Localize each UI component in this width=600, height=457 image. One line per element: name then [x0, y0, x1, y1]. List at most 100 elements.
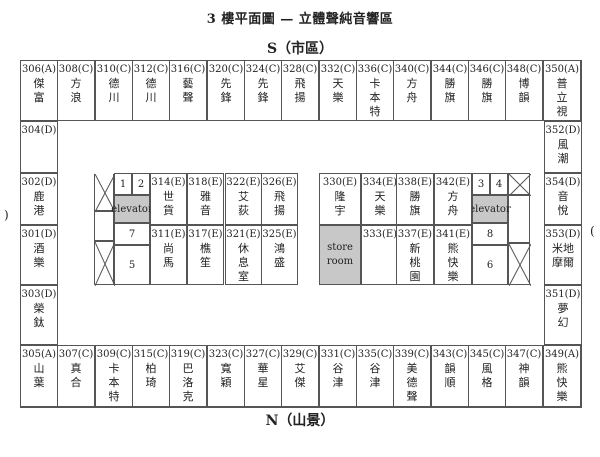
room-name-line: 卡	[369, 77, 381, 90]
room-name-line: 旗	[481, 91, 493, 104]
store-room: store room	[319, 225, 361, 285]
room-number: 304(D)	[21, 125, 57, 136]
room-name-line: 德	[145, 77, 157, 90]
room-331c: 331(C)谷津	[319, 345, 357, 407]
room-name-line: 津	[332, 376, 344, 389]
room-323c: 323(C)寬穎	[207, 345, 245, 407]
room-name-line: 韻	[518, 376, 530, 389]
room-name-line: 聲	[406, 390, 418, 403]
room-name-line: 勝	[444, 77, 456, 90]
room-325e: 325(E)鴻盛	[261, 225, 298, 285]
room-number: 311(E)	[151, 229, 186, 240]
room-name-line: 旗	[444, 91, 456, 104]
floor-plan: 1 2 elevator 7 5 3 4 elevator 8 6 store …	[20, 60, 582, 408]
room-349a: 349(A) 熊快樂	[543, 345, 581, 407]
room-name-line: 本	[369, 91, 381, 104]
room-number: 318(E)	[188, 177, 223, 188]
room-name-line: 立	[556, 91, 568, 104]
store-room-line-1: store	[327, 242, 353, 253]
room-name-line: 風	[481, 362, 493, 375]
room-350a: 350(A)普立視	[543, 60, 581, 121]
room-338e: 338(E)勝旗	[396, 173, 434, 225]
right-elevator-4: 4	[490, 173, 508, 195]
room-301d: 301(D)酒樂	[20, 225, 58, 285]
room-number: 330(E)	[322, 177, 358, 188]
room-name-line: 榮	[33, 302, 45, 315]
room-number: 303(D)	[21, 289, 57, 300]
room-number: 312(C)	[133, 64, 169, 75]
room-name-line: 格	[481, 376, 493, 389]
room-number: 315(C)	[133, 349, 169, 360]
room-329c: 329(C)艾傑	[281, 345, 319, 407]
room-name-line: 博	[518, 77, 530, 90]
left-stair-bottom	[94, 241, 115, 286]
room-name-line: 音	[200, 204, 211, 217]
room-name-line: 特	[369, 105, 381, 118]
room-name-line: 葉	[33, 376, 45, 389]
room-number: 353(D)	[545, 229, 581, 240]
room-name-line: 舟	[447, 204, 459, 217]
room-number: 338(E)	[397, 177, 433, 188]
room-name-line: 合	[70, 376, 82, 389]
room-name-line: 浪	[70, 91, 82, 104]
room-number: 351(D)	[545, 289, 581, 300]
room-315c: 315(C)柏琦	[132, 345, 170, 407]
room-name-line: 星	[257, 376, 269, 389]
room-name-line: 神	[518, 362, 530, 375]
room-name-line: 方	[70, 77, 82, 90]
room-name-line: 荻	[238, 204, 249, 217]
room-name-line: 息	[238, 256, 249, 269]
room-name-line: 德	[406, 376, 418, 389]
room-number: 336(C)	[357, 64, 393, 75]
room-number: 322(E)	[226, 177, 261, 188]
room-number: 324(C)	[245, 64, 281, 75]
left-elevator: elevator	[111, 195, 153, 223]
room-number: 323(C)	[208, 349, 244, 360]
room-name-line: 傑	[294, 376, 306, 389]
room-340c: 340(C)方舟	[393, 60, 431, 121]
room-name-line: 幻	[557, 316, 569, 329]
room-name-line: 韻	[518, 91, 530, 104]
room-number: 352(D)	[545, 125, 581, 136]
room-name-line: 熊	[556, 362, 568, 375]
room-302d: 302(D)鹿港	[20, 173, 58, 225]
room-309c: 309(C)卡本特	[95, 345, 133, 407]
room-name-line: 休	[238, 242, 249, 255]
room-number: 341(E)	[435, 229, 471, 240]
room-327c: 327(C)華星	[244, 345, 282, 407]
room-name-line: 夢	[557, 302, 569, 315]
room-number: 321(E)	[226, 229, 261, 240]
room-name-line: 尚	[163, 242, 174, 255]
room-name-line: 特	[108, 390, 120, 403]
room-number: 344(C)	[432, 64, 468, 75]
right-elevator-6: 6	[472, 245, 508, 285]
room-303d: 303(D)榮鈦	[20, 285, 58, 345]
room-name-line: 艾	[294, 362, 306, 375]
right-corridor-cell	[508, 195, 530, 243]
room-name-line: 熊	[447, 242, 459, 255]
room-337e: 337(E)新桃園	[396, 225, 434, 285]
room-number: 317(E)	[188, 229, 223, 240]
room-name-line: 樂	[556, 390, 568, 403]
room-number: 326(E)	[262, 177, 297, 188]
room-320c: 320(C)先鋒	[207, 60, 245, 121]
room-number: 349(A)	[544, 349, 580, 360]
room-name-line: 山	[33, 362, 45, 375]
room-name-line: 飛	[274, 190, 285, 203]
room-name-line: 馬	[163, 256, 174, 269]
room-number: 348(C)	[506, 64, 542, 75]
room-name-line: 快	[556, 376, 568, 389]
room-number: 347(C)	[506, 349, 542, 360]
room-name-line: 摩爾	[552, 256, 574, 269]
right-edge-mark: (	[590, 224, 595, 238]
room-name-line: 樂	[332, 91, 344, 104]
room-number: 350(A)	[544, 64, 580, 75]
left-elevator-7: 7	[114, 223, 150, 245]
room-name-line: 室	[238, 270, 249, 283]
room-name-line: 舟	[406, 91, 418, 104]
room-name-line: 方	[406, 77, 418, 90]
room-335c: 335(C)谷津	[356, 345, 394, 407]
direction-north: N（山景）	[265, 413, 335, 429]
room-name-line: 飛	[294, 77, 306, 90]
room-name-line: 隆	[334, 190, 346, 203]
